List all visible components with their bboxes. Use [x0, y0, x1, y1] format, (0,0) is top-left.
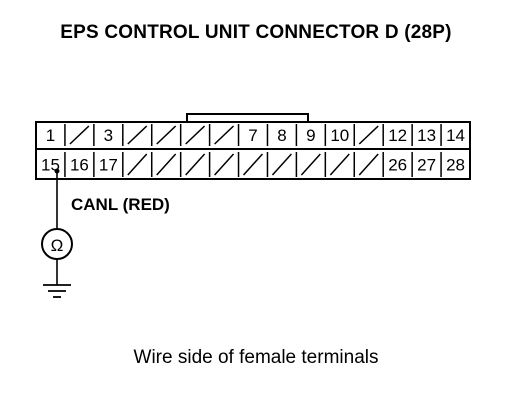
terminal-13: 13: [417, 126, 436, 145]
ohm-symbol: Ω: [51, 236, 64, 255]
empty-terminal-slash: [69, 125, 90, 145]
empty-terminal-slash: [185, 125, 206, 145]
terminal-7: 7: [248, 126, 257, 145]
empty-terminal-slash: [358, 153, 379, 176]
empty-terminal-slash: [300, 153, 321, 176]
diagram-caption: Wire side of female terminals: [133, 347, 379, 368]
terminal-14: 14: [446, 126, 465, 145]
terminal-27: 27: [417, 156, 436, 175]
terminal-3: 3: [104, 126, 113, 145]
terminal-17: 17: [99, 156, 118, 175]
diagram-title: EPS CONTROL UNIT CONNECTOR D (28P): [60, 22, 452, 43]
empty-terminal-slash: [185, 153, 206, 176]
empty-terminal-slash: [127, 125, 148, 145]
connector-lock-tab: [186, 113, 309, 122]
terminal-12: 12: [388, 126, 407, 145]
empty-terminal-slash: [156, 125, 177, 145]
empty-terminal-slash: [271, 153, 292, 176]
ground-icon: [43, 284, 71, 298]
wire-label: CANL (RED): [71, 195, 170, 214]
terminal-16: 16: [70, 156, 89, 175]
empty-terminal-slash: [127, 153, 148, 176]
terminal-8: 8: [277, 126, 286, 145]
empty-terminal-slash: [358, 125, 379, 145]
terminal-9: 9: [306, 126, 315, 145]
empty-terminal-slash: [329, 153, 350, 176]
empty-terminal-slash: [242, 153, 264, 176]
empty-terminal-slash: [214, 125, 235, 145]
terminal-26: 26: [388, 156, 407, 175]
terminal-1: 1: [46, 126, 55, 145]
terminal-28: 28: [446, 156, 465, 175]
terminal-10: 10: [330, 126, 349, 145]
empty-terminal-slash: [156, 153, 177, 176]
connector-body: [35, 121, 471, 180]
empty-terminal-slash: [214, 153, 235, 176]
